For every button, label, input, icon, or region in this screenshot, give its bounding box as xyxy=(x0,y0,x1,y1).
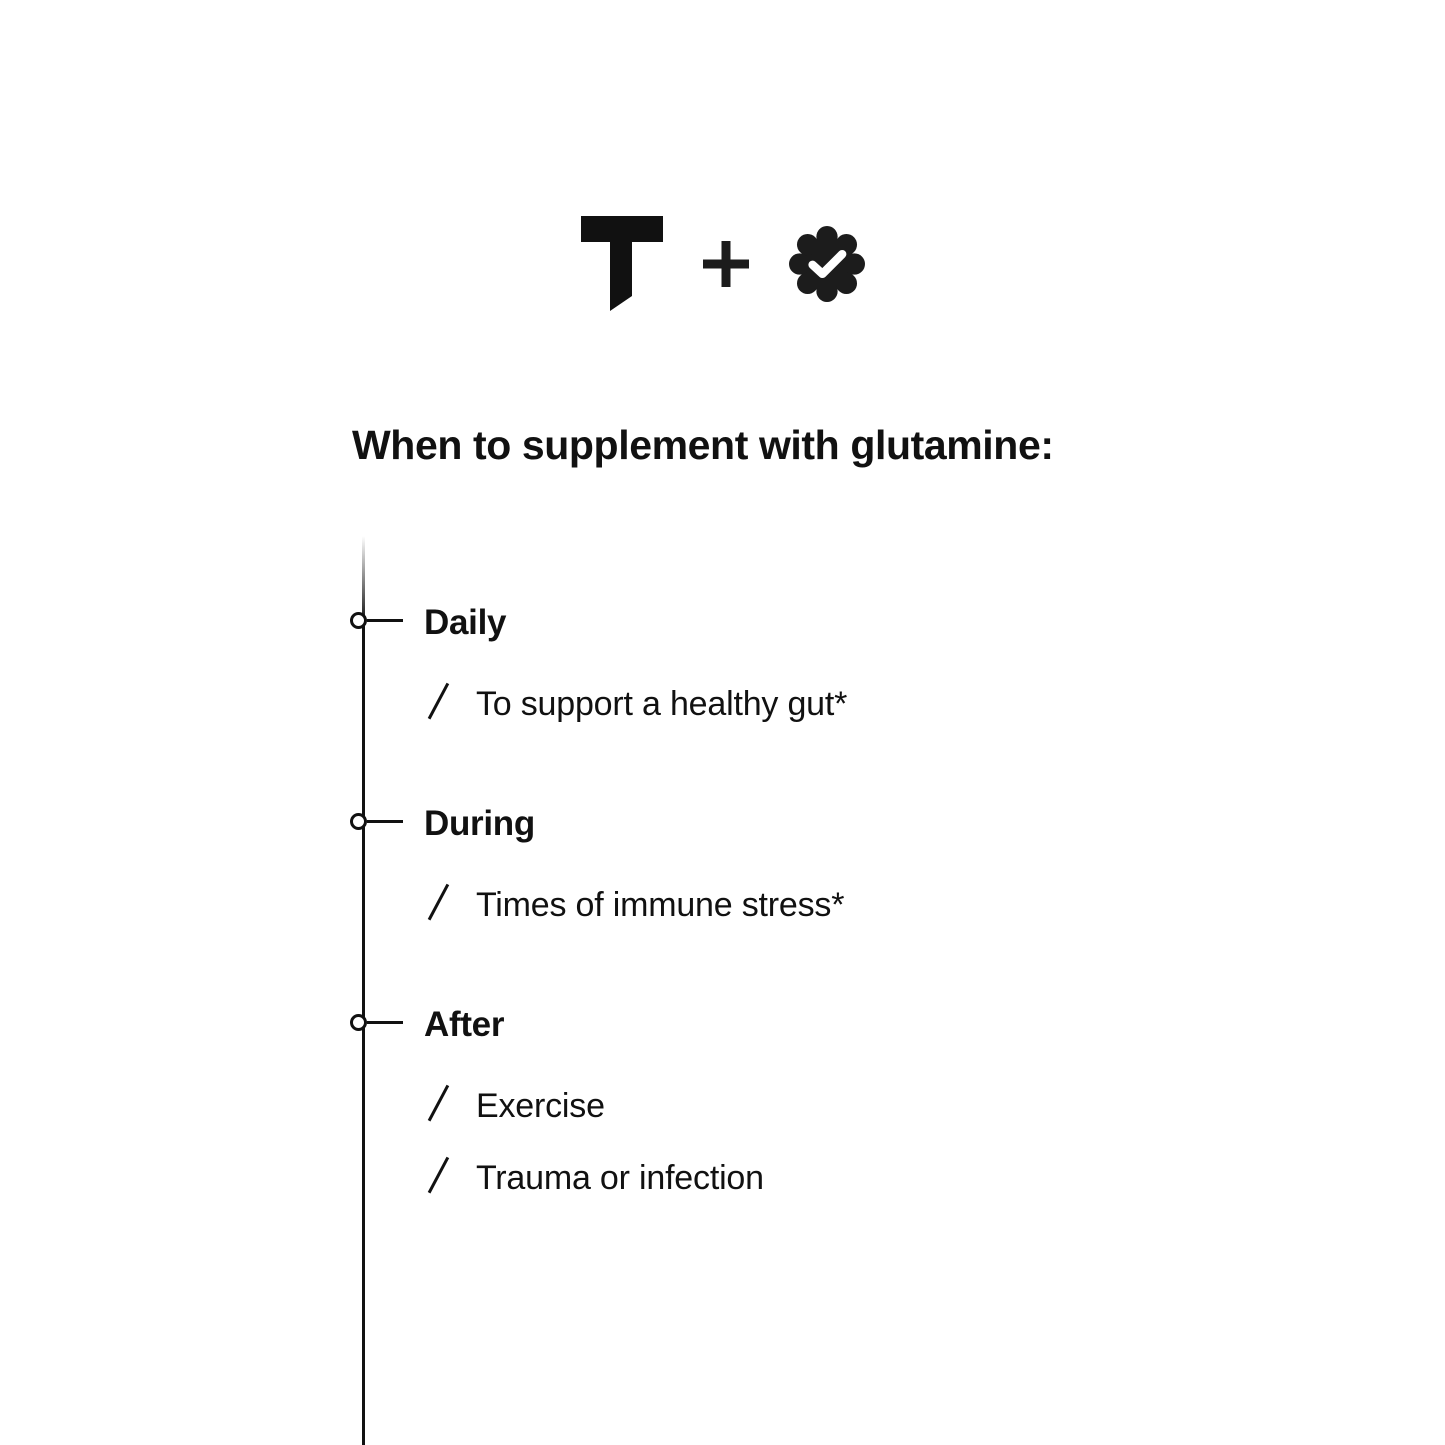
list-item: Exercise xyxy=(424,1083,605,1126)
list-item: Times of immune stress* xyxy=(424,882,844,925)
slash-bullet-icon xyxy=(424,1083,454,1117)
slash-bullet-icon xyxy=(424,681,454,715)
timeline-section-label: After xyxy=(424,1005,505,1044)
brand-lockup xyxy=(0,206,1445,326)
slash-bullet-icon xyxy=(424,882,454,916)
list-item: Trauma or infection xyxy=(424,1155,764,1198)
plus-icon xyxy=(702,240,749,292)
list-item-label: To support a healthy gut* xyxy=(476,685,848,723)
timeline-node-circle-icon xyxy=(350,612,367,629)
timeline-node-circle-icon xyxy=(350,813,367,830)
timeline-node-tick-icon xyxy=(367,619,403,622)
timeline-section-label: Daily xyxy=(424,603,507,642)
timeline-node-circle-icon xyxy=(350,1014,367,1031)
slash-bullet-icon xyxy=(424,1155,454,1189)
timeline-node-tick-icon xyxy=(367,820,403,823)
list-item-label: Exercise xyxy=(476,1087,605,1125)
verified-check-badge-icon xyxy=(788,225,865,307)
page-title: When to supplement with glutamine: xyxy=(352,422,1054,468)
timeline-node-icon xyxy=(350,810,403,838)
timeline-section-label: During xyxy=(424,804,535,843)
timeline-node-tick-icon xyxy=(367,1021,403,1024)
thorne-t-logo-icon xyxy=(580,216,663,316)
timeline-node-icon xyxy=(350,609,403,637)
list-item-label: Times of immune stress* xyxy=(476,886,845,924)
timeline-node-icon xyxy=(350,1011,403,1039)
list-item: To support a healthy gut* xyxy=(424,681,847,724)
list-item-label: Trauma or infection xyxy=(476,1159,764,1197)
timeline-axis-line xyxy=(362,536,365,1445)
